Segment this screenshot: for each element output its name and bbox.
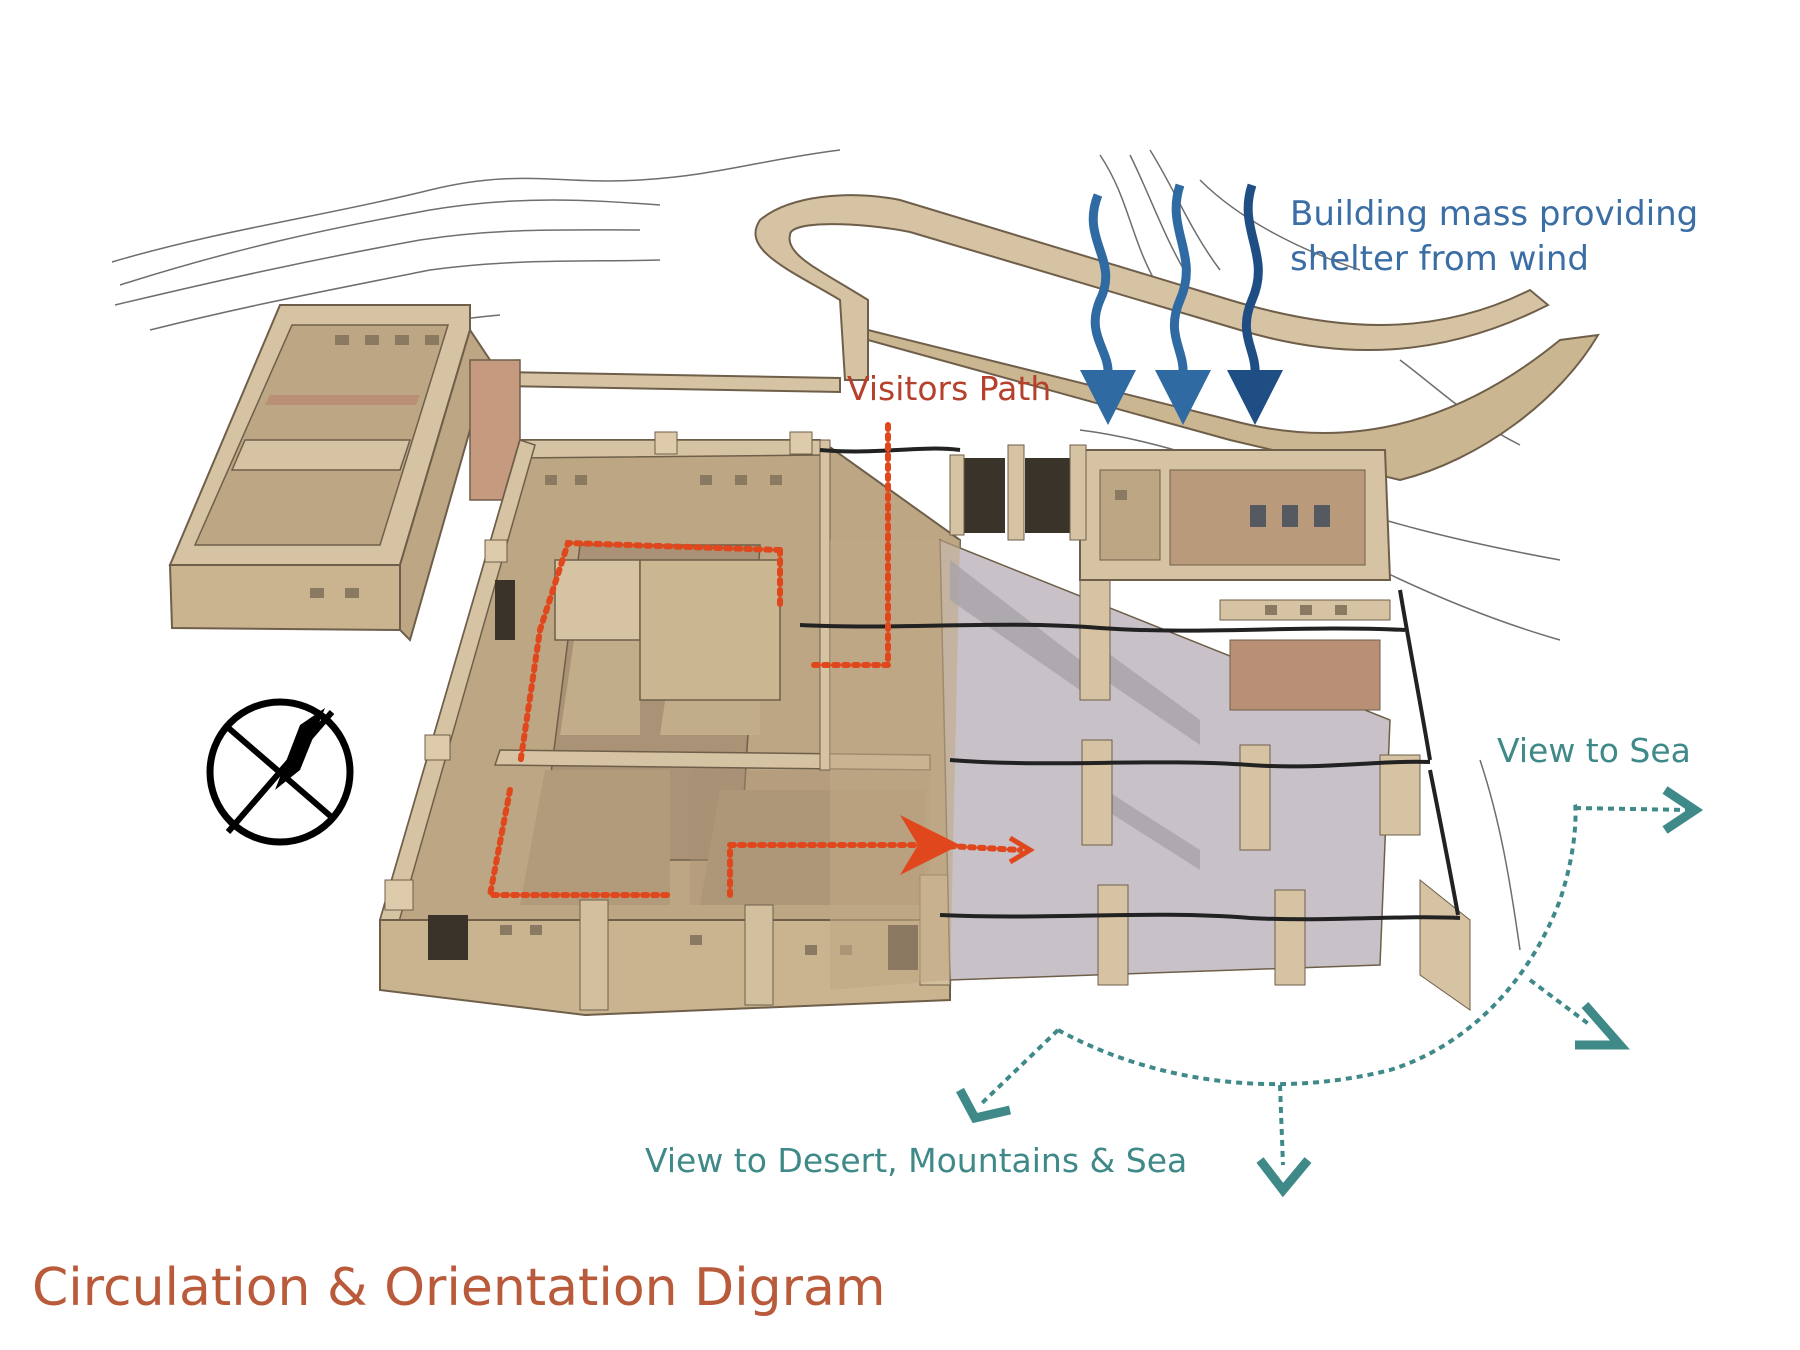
- curved-perimeter-wall: [499, 194, 1600, 482]
- visitors-path-arrowhead: [1008, 835, 1035, 865]
- wind-shelter-label-line2: shelter from wind: [1290, 239, 1589, 279]
- diagram-title: Circulation & Orientation Digram: [32, 1258, 886, 1318]
- wind-arrow-icon: [1080, 193, 1136, 425]
- view-arrows: [978, 802, 1691, 1166]
- annex-building: [168, 304, 521, 642]
- wind-arrow-icon: [1227, 183, 1283, 425]
- north-arrow-icon: [206, 698, 354, 846]
- shade-cables: [799, 446, 1461, 922]
- wind-shelter-label: Building mass providing shelter from win…: [1290, 192, 1698, 282]
- wind-shelter-label-line1: Building mass providing: [1290, 194, 1699, 234]
- visitors-path-route: [486, 422, 1023, 898]
- wind-arrow-icon: [1155, 183, 1211, 425]
- wind-arrows: [1080, 183, 1283, 425]
- visitors-path-label: Visitors Path: [847, 369, 1052, 408]
- view-to-sea-label: View to Sea: [1497, 731, 1691, 770]
- view-to-desert-label: View to Desert, Mountains & Sea: [645, 1141, 1188, 1180]
- view-arrow-icon: [956, 786, 1704, 1198]
- east-wing: [949, 444, 1392, 711]
